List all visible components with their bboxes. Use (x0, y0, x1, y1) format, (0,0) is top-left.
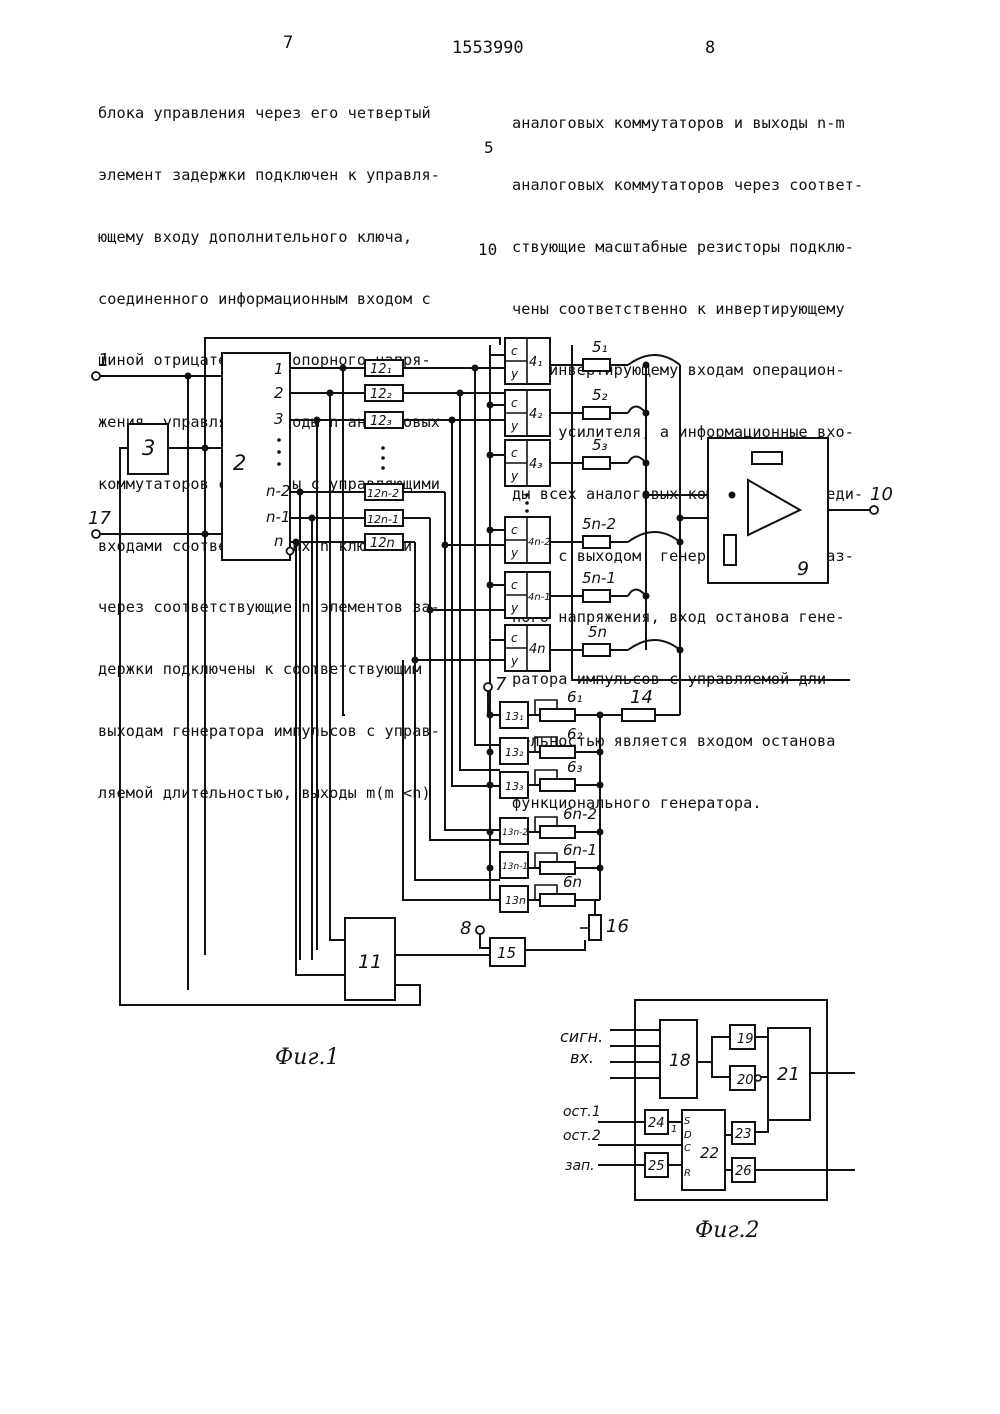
resistor6-label: 6₁ (567, 688, 583, 706)
block-22-label: 22 (700, 1144, 719, 1162)
terminal-10-label: 10 (870, 484, 893, 505)
block-20-label: 20 (737, 1073, 754, 1088)
figure2-wiring (598, 1000, 855, 1200)
delay-label: 12n-1 (367, 513, 399, 526)
resistor5-label: 5₃ (592, 436, 608, 454)
switch-label: 4₂ (529, 407, 542, 422)
switch-c-port: c (511, 396, 518, 410)
block-2-label: 2 (233, 451, 246, 475)
gen-output-label: 2 (274, 384, 284, 402)
switch-label: 4n (529, 642, 546, 657)
block-19-label: 19 (737, 1032, 754, 1047)
input-signal-label: сигн. (560, 1027, 603, 1046)
switch-c-port: c (511, 578, 518, 592)
key13-label: 13n-1 (502, 862, 528, 872)
resistor5-label: 5₂ (592, 386, 608, 404)
block-9-label: 9 (797, 558, 809, 580)
gen-output-label: n-2 (266, 482, 290, 500)
switch-dividers (505, 338, 527, 671)
key13-label: 13n-2 (502, 828, 528, 838)
figure2-inverter-dot (755, 1075, 761, 1081)
gen-output-label: 3 (274, 410, 284, 428)
figure1-caption: Фиг.1 (275, 1045, 340, 1070)
switch-c-port: c (511, 344, 518, 358)
resistor-16-label: 16 (606, 916, 629, 937)
delay-label: 12n-2 (367, 487, 399, 500)
resistor6-label: 6₂ (567, 725, 583, 743)
block-11-label: 11 (358, 951, 382, 973)
switch-label: 4n-1 (528, 592, 551, 603)
key13-label: 13₂ (505, 746, 524, 759)
gen-output-label: n-1 (266, 508, 290, 526)
switch-y-port: y (510, 654, 519, 668)
resistor5-label: 5₁ (592, 338, 608, 356)
resistor6-label: 6n-1 (563, 841, 597, 859)
trigger-pin-d: D (684, 1130, 692, 1141)
start-label: зап. (565, 1158, 595, 1174)
block-24-label: 24 (648, 1116, 665, 1131)
gen-output-label: 1 (274, 360, 284, 378)
terminal-1-label: 1 (98, 350, 109, 371)
resistor5-label: 5n-2 (582, 515, 616, 533)
key13-label: 13₃ (505, 780, 524, 793)
block-25-label: 25 (648, 1159, 665, 1174)
switch-c-port: c (511, 631, 518, 645)
figure2-caption: Фиг.2 (695, 1218, 760, 1243)
resistor6-label: 6n (563, 873, 582, 891)
delay-label: 12₁ (370, 362, 392, 377)
stop1-label: ост.1 (563, 1104, 601, 1120)
switch-label: 4n-2 (528, 537, 551, 548)
terminal-8-label: 8 (460, 918, 471, 939)
switch-label: 4₃ (529, 457, 542, 472)
switch-c-port: c (511, 446, 518, 460)
delay-label: 12n (370, 536, 395, 551)
trigger-pin-s: S (684, 1116, 691, 1127)
switch-y-port: y (510, 367, 519, 381)
trigger-pin-1: 1 (671, 1124, 677, 1135)
switch-y-port: y (510, 601, 519, 615)
switch-y-port: y (510, 469, 519, 483)
switch-y-port: y (510, 419, 519, 433)
resistor6-label: 6₃ (567, 758, 583, 776)
input-signal-label-2: вх. (570, 1048, 594, 1067)
terminal-7-label: 7 (495, 674, 507, 695)
resistor5-label: 5n (588, 623, 607, 641)
block-23-label: 23 (735, 1127, 752, 1142)
terminal-17-label: 17 (88, 508, 111, 529)
resistor6-label: 6n-2 (563, 805, 597, 823)
key13-label: 13₁ (505, 710, 523, 723)
switch-y-port: y (510, 546, 519, 560)
delay-label: 12₃ (370, 414, 392, 429)
switch-label: 4₁ (529, 355, 542, 370)
delay-label: 12₂ (370, 387, 392, 402)
gen-output-label: n (274, 532, 284, 550)
resistor-14-label: 14 (630, 687, 653, 708)
block-18-label: 18 (669, 1051, 691, 1071)
block-15-label: 15 (497, 944, 516, 962)
switch-c-port: c (511, 523, 518, 537)
block-3-label: 3 (142, 436, 155, 460)
block-26-label: 26 (735, 1164, 752, 1179)
block-21-label: 21 (777, 1064, 800, 1085)
key13-label: 13n (505, 894, 526, 907)
resistor5-label: 5n-1 (582, 569, 616, 587)
trigger-pin-c: C (684, 1143, 691, 1154)
ellipsis-dots (277, 438, 529, 513)
trigger-pin-r: R (684, 1168, 691, 1179)
stop2-label: ост.2 (563, 1128, 601, 1144)
